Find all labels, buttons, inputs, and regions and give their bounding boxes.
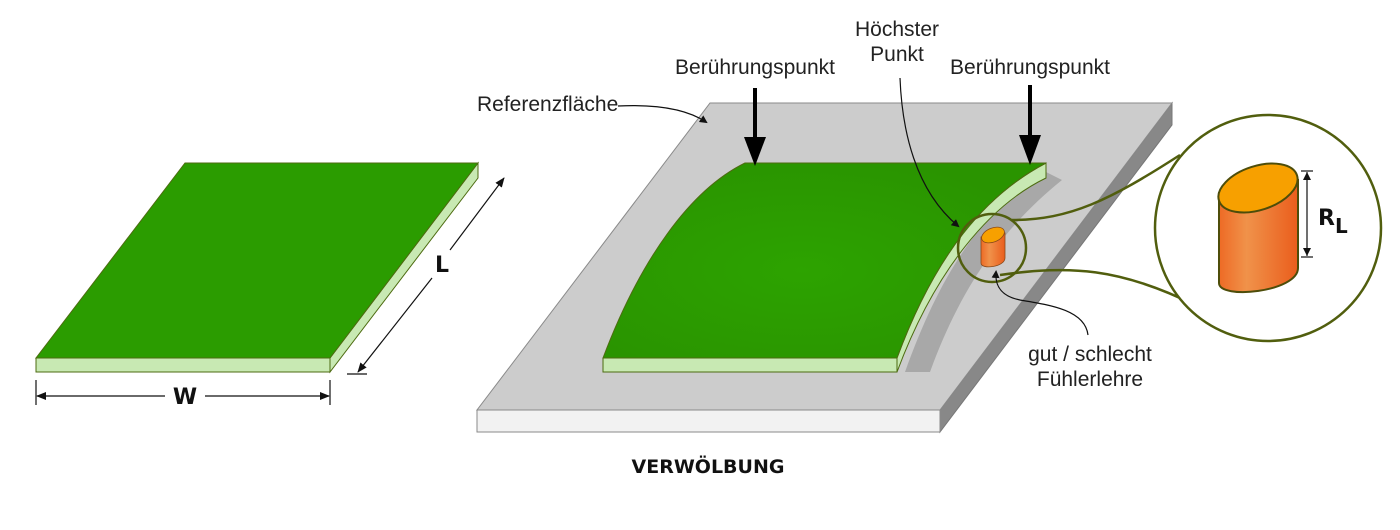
length-dimension: L <box>347 177 505 375</box>
width-label: W <box>173 385 197 410</box>
contact-point-right-label: Berührungspunkt <box>950 56 1110 79</box>
warped-board <box>602 162 1047 373</box>
warped-board-front-edge <box>602 357 898 373</box>
flat-board-front-edge <box>35 357 331 373</box>
reference-surface-label: Referenzfläche <box>477 93 618 116</box>
warped-board-top-face <box>602 162 1047 359</box>
feeler-gauge-large <box>1217 162 1299 294</box>
flat-board-top-face <box>34 162 480 359</box>
length-arrow-up <box>449 177 505 251</box>
magnifier-connectors <box>999 153 1196 307</box>
gauge-height-dimension: RL <box>1301 170 1348 258</box>
length-label: L <box>435 253 449 278</box>
warped-board-shadow <box>905 172 1062 372</box>
gauge-label-line2: Fühlerlehre <box>1037 368 1143 391</box>
highest-point-label-line1: Höchster <box>855 18 939 41</box>
contact-point-right-arrow <box>1019 85 1041 165</box>
reference-plate-front <box>476 409 941 433</box>
highest-point-leader <box>899 77 960 228</box>
feeler-gauge-small <box>980 226 1006 268</box>
flat-board <box>34 161 480 374</box>
diagram-title: VERWÖLBUNG <box>632 454 785 478</box>
length-arrow-down <box>357 277 433 373</box>
gauge-label-line1: gut / schlecht <box>1028 343 1152 366</box>
reference-surface-leader <box>617 105 708 124</box>
magnifier-small-circle <box>956 212 1028 284</box>
contact-point-left-label: Berührungspunkt <box>675 56 835 79</box>
highest-point-label-line2: Punkt <box>870 43 924 66</box>
gauge-leader <box>991 270 1089 336</box>
contact-point-left-arrow <box>744 88 766 166</box>
width-dimension: W <box>35 380 331 410</box>
gauge-height-label: RL <box>1318 206 1348 238</box>
